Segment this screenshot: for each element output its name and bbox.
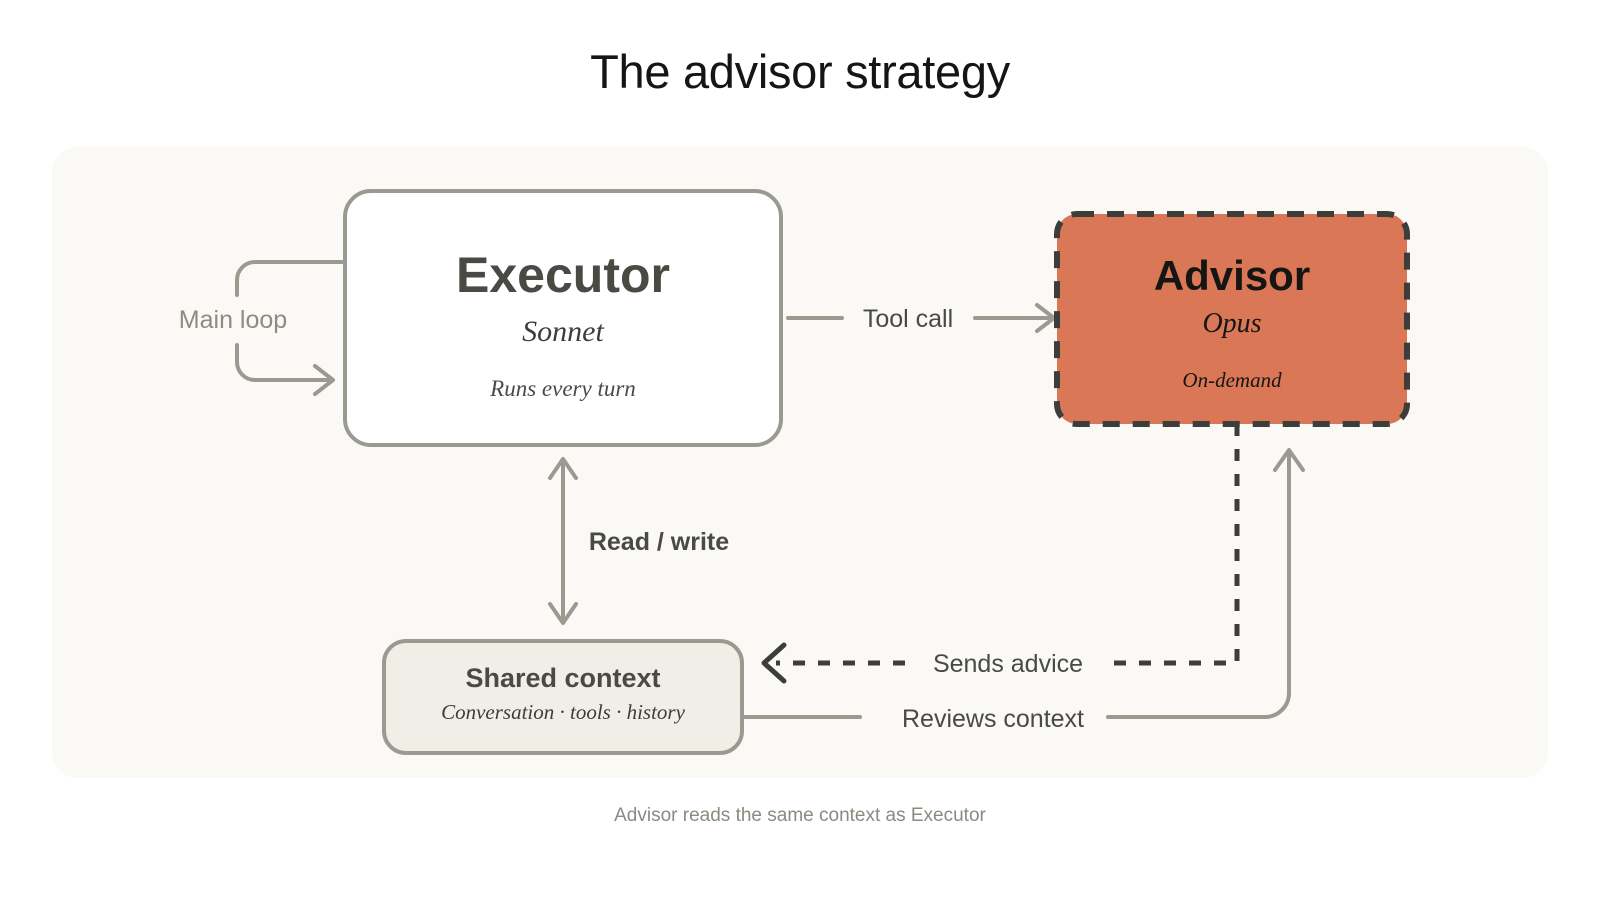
edge-sends-advice: Sends advice (761, 424, 1240, 684)
page-title: The advisor strategy (590, 45, 1010, 98)
edge-label-tool-call: Tool call (863, 305, 953, 333)
edge-label-sends-advice: Sends advice (933, 650, 1083, 678)
node-advisor[interactable]: Advisor Opus On-demand (1054, 211, 1410, 427)
advisor-note: On-demand (1182, 368, 1282, 392)
shared-context-box[interactable] (382, 639, 744, 755)
edge-tool-call: Tool call (786, 303, 1056, 333)
edge-label-main-loop: Main loop (179, 306, 287, 334)
edge-label-read-write: Read / write (589, 528, 729, 556)
diagram-caption: Advisor reads the same context as Execut… (614, 805, 986, 826)
edge-read-write: Read / write (548, 457, 729, 625)
node-executor[interactable]: Executor Sonnet Runs every turn (343, 189, 783, 447)
advisor-title: Advisor (1154, 252, 1310, 299)
executor-title: Executor (456, 247, 670, 303)
advisor-box[interactable] (1054, 211, 1410, 427)
executor-box[interactable] (343, 189, 783, 447)
node-shared-context[interactable]: Shared context Conversation · tools · hi… (382, 639, 744, 755)
edge-label-reviews-context: Reviews context (902, 705, 1084, 733)
shared-context-title: Shared context (465, 663, 660, 693)
edge-reviews-context: Reviews context (740, 448, 1305, 733)
executor-note: Runs every turn (489, 376, 636, 401)
advisor-subtitle: Opus (1202, 308, 1261, 339)
executor-subtitle: Sonnet (522, 315, 604, 348)
shared-context-subtitle: Conversation · tools · history (441, 700, 686, 724)
edge-main-loop: Main loop (179, 260, 347, 396)
